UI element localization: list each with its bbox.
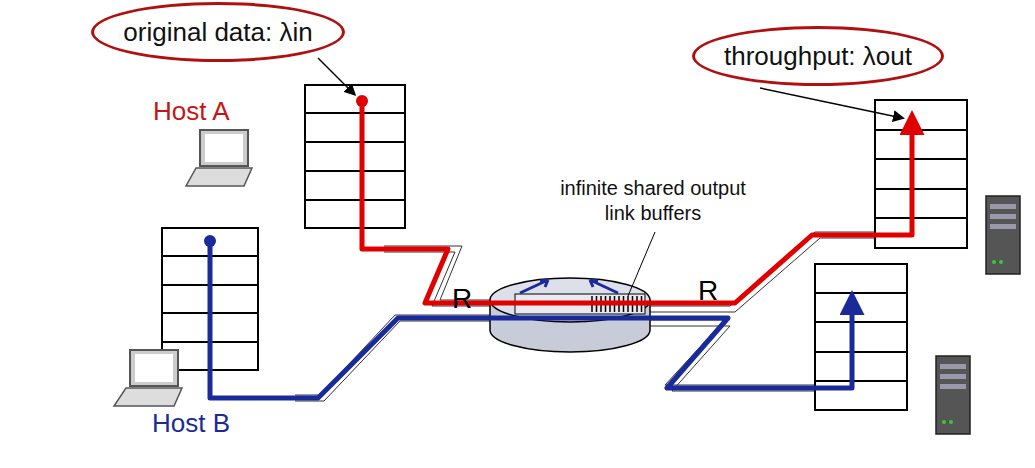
- callout-ellipse: original data: λin: [91, 2, 345, 62]
- callout-text: throughput: λout: [724, 41, 912, 72]
- host-label: Host A: [153, 96, 230, 127]
- callout-ellipse: throughput: λout: [692, 26, 944, 86]
- link-rate: R: [698, 275, 718, 307]
- callout-text: original data: λin: [123, 17, 312, 48]
- link-rate: R: [452, 283, 472, 315]
- buffer-label: infinite shared output link buffers: [553, 176, 753, 226]
- host-label: Host B: [152, 408, 230, 439]
